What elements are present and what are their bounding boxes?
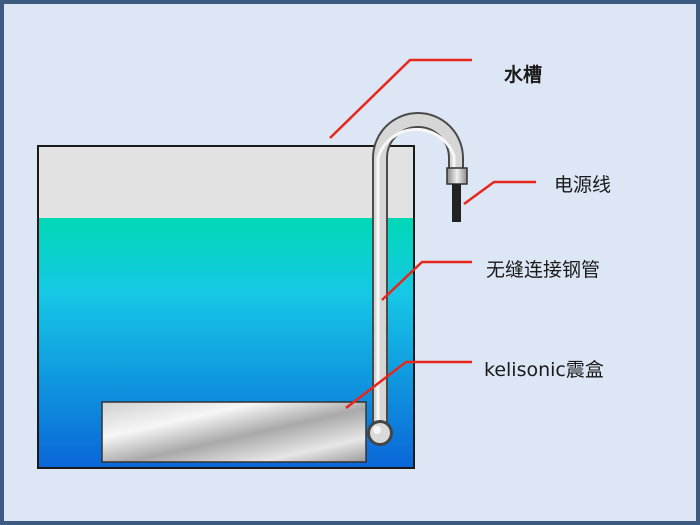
leader-line-transducer-box xyxy=(345,360,472,409)
label-transducer-box: kelisonic震盒 xyxy=(484,359,604,381)
steel-tube xyxy=(372,112,464,432)
label-power-cord: 电源线 xyxy=(554,174,612,196)
tank-air-space xyxy=(38,146,414,218)
tank-outline xyxy=(37,145,415,469)
power-plug xyxy=(446,167,468,222)
tube-elbow xyxy=(367,420,393,446)
leader-lines xyxy=(329,58,536,409)
transducer-box xyxy=(101,401,367,463)
leader-line-steel-tube xyxy=(381,260,472,301)
leader-line-tank xyxy=(329,58,472,139)
label-tank: 水槽 xyxy=(504,64,543,86)
leader-line-power-cord xyxy=(463,180,536,206)
label-steel-tube: 无缝连接钢管 xyxy=(486,259,601,281)
